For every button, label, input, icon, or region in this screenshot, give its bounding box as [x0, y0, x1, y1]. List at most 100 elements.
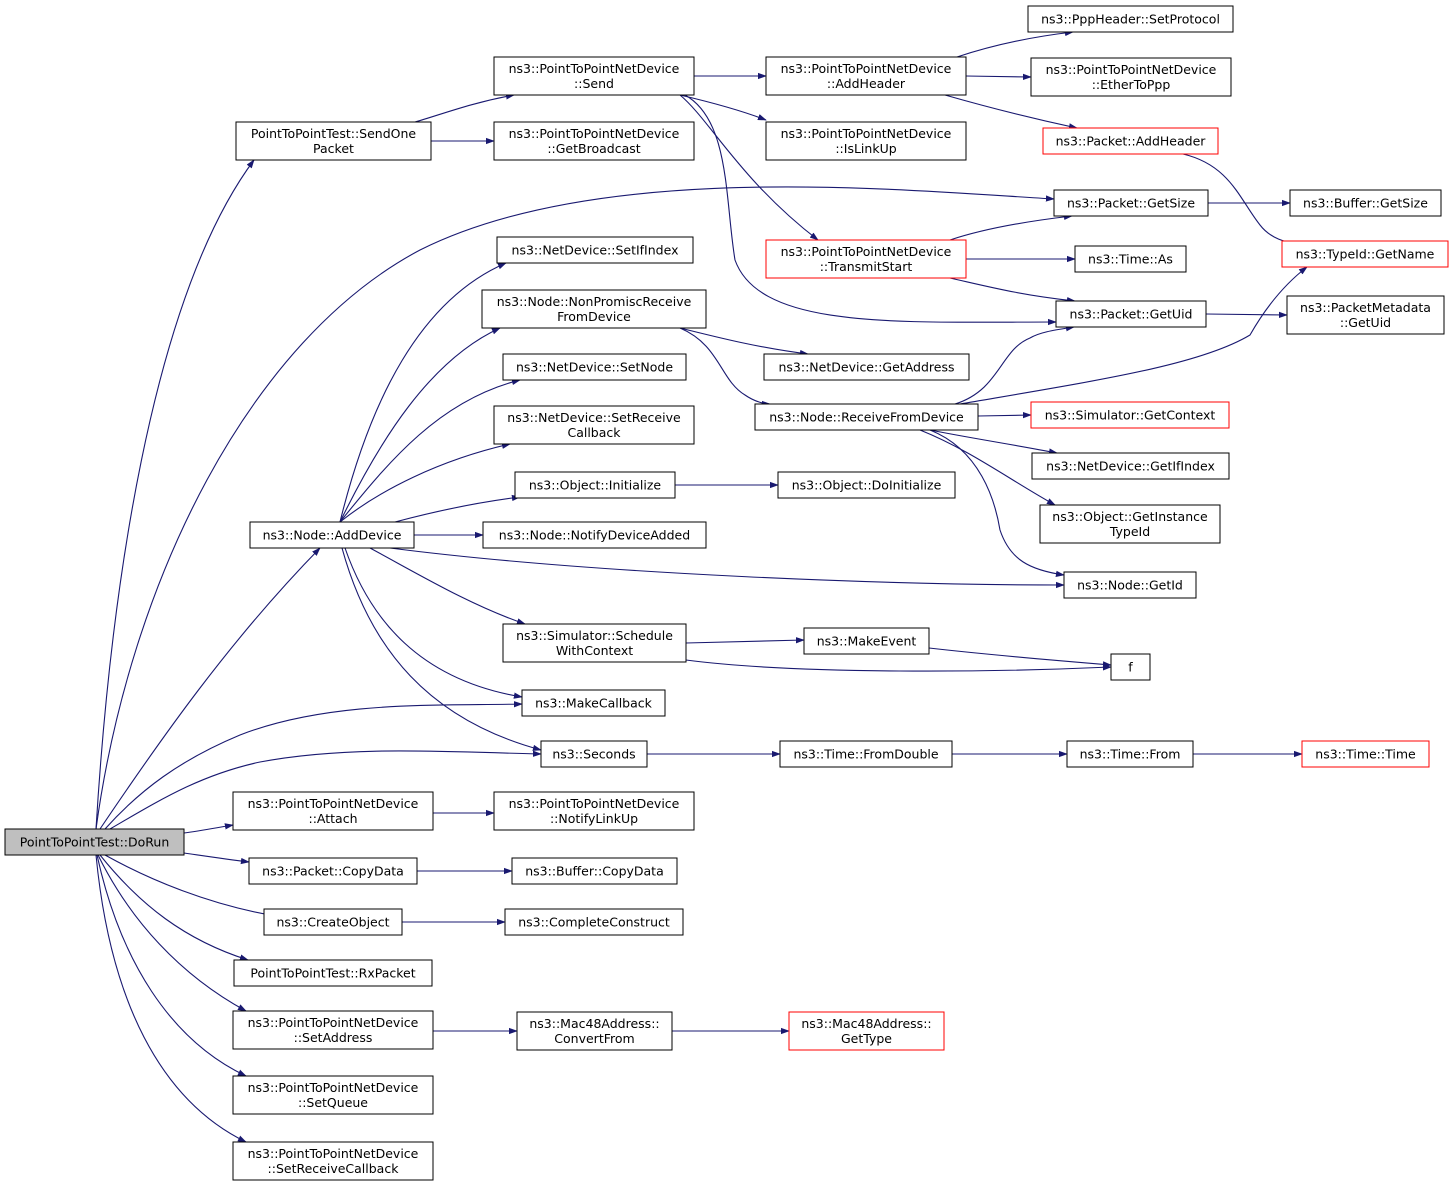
- node-box[interactable]: [1281, 240, 1449, 268]
- node-box[interactable]: [765, 121, 967, 161]
- node-f[interactable]: f: [1110, 653, 1151, 681]
- node-box[interactable]: [1039, 504, 1221, 544]
- node-box[interactable]: [502, 353, 687, 381]
- node-txstart[interactable]: ns3::PointToPointNetDevice::TransmitStar…: [765, 239, 967, 279]
- node-getbcast[interactable]: ns3::PointToPointNetDevice::GetBroadcast: [493, 121, 695, 161]
- node-box[interactable]: [1289, 189, 1442, 217]
- node-box[interactable]: [232, 1010, 434, 1050]
- node-box[interactable]: [504, 908, 684, 936]
- node-box[interactable]: [232, 1141, 434, 1181]
- node-box[interactable]: [232, 791, 434, 831]
- node-fromdouble[interactable]: ns3::Time::FromDouble: [779, 740, 953, 768]
- node-box[interactable]: [1027, 5, 1234, 33]
- node-objinit[interactable]: ns3::Object::Initialize: [514, 471, 676, 499]
- node-box[interactable]: [803, 627, 930, 655]
- node-box[interactable]: [521, 689, 666, 717]
- node-box[interactable]: [232, 1075, 434, 1115]
- node-box[interactable]: [235, 121, 432, 161]
- node-box[interactable]: [493, 791, 695, 831]
- node-ether2ppp[interactable]: ns3::PointToPointNetDevice::EtherToPpp: [1030, 57, 1232, 97]
- node-box[interactable]: [1063, 571, 1197, 599]
- node-box[interactable]: [763, 353, 970, 381]
- node-box[interactable]: [777, 471, 956, 499]
- node-pmgetuid[interactable]: ns3::PacketMetadata::GetUid: [1286, 295, 1445, 335]
- node-box[interactable]: [516, 1011, 673, 1051]
- node-box[interactable]: [263, 908, 403, 936]
- node-box[interactable]: [482, 521, 707, 549]
- node-box[interactable]: [511, 857, 678, 885]
- node-box[interactable]: [1030, 57, 1232, 97]
- node-box[interactable]: [1053, 189, 1209, 217]
- node-mactype[interactable]: ns3::Mac48Address::GetType: [788, 1011, 945, 1051]
- node-objdoinit[interactable]: ns3::Object::DoInitialize: [777, 471, 956, 499]
- node-islinkup[interactable]: ns3::PointToPointNetDevice::IsLinkUp: [765, 121, 967, 161]
- node-makeevent[interactable]: ns3::MakeEvent: [803, 627, 930, 655]
- node-box[interactable]: [514, 471, 676, 499]
- node-box[interactable]: [1110, 653, 1151, 681]
- node-attach[interactable]: ns3::PointToPointNetDevice::Attach: [232, 791, 434, 831]
- node-box[interactable]: [496, 236, 694, 264]
- node-nodegetid[interactable]: ns3::Node::GetId: [1063, 571, 1197, 599]
- node-addhdr[interactable]: ns3::PointToPointNetDevice::AddHeader: [765, 56, 967, 96]
- node-bufcopydata[interactable]: ns3::Buffer::CopyData: [511, 857, 678, 885]
- node-rxpacket[interactable]: PointToPointTest::RxPacket: [233, 959, 433, 987]
- node-getsize[interactable]: ns3::Packet::GetSize: [1053, 189, 1209, 217]
- node-notifylinkup[interactable]: ns3::PointToPointNetDevice::NotifyLinkUp: [493, 791, 695, 831]
- node-createobj[interactable]: ns3::CreateObject: [263, 908, 403, 936]
- node-bufgetsize[interactable]: ns3::Buffer::GetSize: [1289, 189, 1442, 217]
- node-seconds[interactable]: ns3::Seconds: [540, 740, 648, 768]
- node-setqueue[interactable]: ns3::PointToPointNetDevice::SetQueue: [232, 1075, 434, 1115]
- node-pktaddhdr[interactable]: ns3::Packet::AddHeader: [1042, 127, 1219, 155]
- node-adddevice[interactable]: ns3::Node::AddDevice: [249, 521, 415, 549]
- node-completeconstruct[interactable]: ns3::CompleteConstruct: [504, 908, 684, 936]
- node-box[interactable]: [4, 828, 185, 856]
- node-box[interactable]: [1055, 300, 1207, 328]
- node-timetime[interactable]: ns3::Time::Time: [1301, 740, 1430, 768]
- node-dorun[interactable]: PointToPointTest::DoRun: [4, 828, 185, 856]
- node-timeas[interactable]: ns3::Time::As: [1074, 245, 1187, 273]
- node-setrecvcb[interactable]: ns3::NetDevice::SetReceiveCallback: [493, 405, 695, 445]
- node-box[interactable]: [1042, 127, 1219, 155]
- node-notifyadded[interactable]: ns3::Node::NotifyDeviceAdded: [482, 521, 707, 549]
- node-box[interactable]: [540, 740, 648, 768]
- node-box[interactable]: [249, 521, 415, 549]
- node-box[interactable]: [754, 403, 979, 431]
- node-getuid[interactable]: ns3::Packet::GetUid: [1055, 300, 1207, 328]
- node-box[interactable]: [1074, 245, 1187, 273]
- node-box[interactable]: [779, 740, 953, 768]
- node-box[interactable]: [493, 405, 695, 445]
- node-box[interactable]: [765, 56, 967, 96]
- node-setnode[interactable]: ns3::NetDevice::SetNode: [502, 353, 687, 381]
- node-setrxcb[interactable]: ns3::PointToPointNetDevice::SetReceiveCa…: [232, 1141, 434, 1181]
- node-box[interactable]: [788, 1011, 945, 1051]
- node-box[interactable]: [493, 121, 695, 161]
- node-recvfromdev[interactable]: ns3::Node::ReceiveFromDevice: [754, 403, 979, 431]
- node-box[interactable]: [493, 56, 695, 96]
- node-box[interactable]: [765, 239, 967, 279]
- node-getifindex[interactable]: ns3::NetDevice::GetIfIndex: [1031, 452, 1230, 480]
- node-send[interactable]: ns3::PointToPointNetDevice::Send: [493, 56, 695, 96]
- node-timefrom[interactable]: ns3::Time::From: [1066, 740, 1194, 768]
- node-box[interactable]: [1030, 401, 1230, 429]
- node-box[interactable]: [248, 857, 418, 885]
- node-box[interactable]: [233, 959, 433, 987]
- node-copydata[interactable]: ns3::Packet::CopyData: [248, 857, 418, 885]
- node-simgetctx[interactable]: ns3::Simulator::GetContext: [1030, 401, 1230, 429]
- node-makecb[interactable]: ns3::MakeCallback: [521, 689, 666, 717]
- node-setaddress[interactable]: ns3::PointToPointNetDevice::SetAddress: [232, 1010, 434, 1050]
- node-convertfrom[interactable]: ns3::Mac48Address::ConvertFrom: [516, 1011, 673, 1051]
- node-setproto[interactable]: ns3::PppHeader::SetProtocol: [1027, 5, 1234, 33]
- node-getaddr[interactable]: ns3::NetDevice::GetAddress: [763, 353, 970, 381]
- node-setifindex[interactable]: ns3::NetDevice::SetIfIndex: [496, 236, 694, 264]
- node-box[interactable]: [1031, 452, 1230, 480]
- node-box[interactable]: [1066, 740, 1194, 768]
- node-box[interactable]: [1301, 740, 1430, 768]
- node-box[interactable]: [481, 289, 707, 329]
- node-typeidname[interactable]: ns3::TypeId::GetName: [1281, 240, 1449, 268]
- node-box[interactable]: [502, 623, 687, 663]
- node-box[interactable]: [1286, 295, 1445, 335]
